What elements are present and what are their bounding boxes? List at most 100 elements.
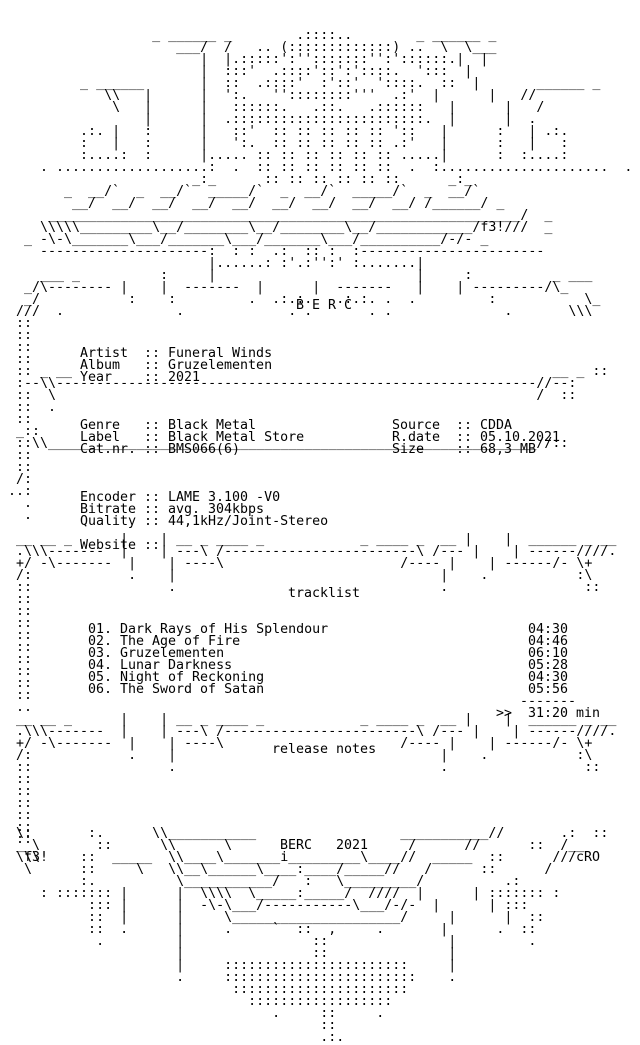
art-line: :....: : |..... :: :: :: :: :: :: .....|… <box>0 148 569 163</box>
art-line: _/\-------- | | ------- | | ------- | | … <box>0 280 569 295</box>
art-line: .:. | : | ::' :: :: :: :: :: ':: | : | .… <box>0 124 569 139</box>
art-line: __ __ _ | | __ _ ____ _ _ ____ _ __ | | … <box>0 712 617 727</box>
art-line: | :::' .::::'::':'::::. '::: | <box>0 64 473 79</box>
track-duration: 04:30 <box>528 670 569 685</box>
field-sep: :: <box>144 418 161 433</box>
footer-year: 2021 <box>336 838 369 853</box>
art-line: :: <box>0 772 33 787</box>
year-value: 2021 <box>168 370 201 385</box>
art-line: ___/ / .. (:::::::::::::) .. \ \___ <box>0 40 497 55</box>
art-line: :: <box>0 784 33 799</box>
art-line: __\ :: \\ \ / // :: /__ <box>0 838 585 853</box>
art-line: :: <box>0 808 33 823</box>
art-line: :: <box>0 820 41 835</box>
art-line: :: <box>0 340 33 355</box>
track-num: 03. <box>88 646 113 661</box>
total-marker: >> <box>496 706 513 721</box>
track-duration: 06:10 <box>528 646 569 661</box>
art-line: :: <box>0 592 33 607</box>
catnr-label: Cat.nr. <box>80 442 137 457</box>
track-num: 06. <box>88 682 113 697</box>
tracklist-title: tracklist <box>288 586 361 601</box>
art-line: :: . | . ` :: , . | . :: <box>0 922 537 937</box>
art-line: :. \___________/ : \_________/ .: <box>0 874 521 889</box>
size-value: 68,3 MB <box>480 442 537 457</box>
art-line: /: . | | . :\ <box>0 568 593 583</box>
size-label: Size <box>392 442 425 457</box>
art-line: _ -\-\_______\___/_______\___/_______\__… <box>0 232 489 247</box>
art-line: :: <box>0 1018 337 1033</box>
field-sep: :: <box>144 538 161 553</box>
art-line: :: <box>0 676 33 691</box>
track-title: The Sword of Satan <box>120 682 265 697</box>
rdate-value: 05.10.2021 <box>480 430 561 445</box>
art-line: :: . <box>0 400 57 415</box>
footer-group: BERC <box>280 838 313 853</box>
art-line: :: _ __ __ _ :: <box>0 364 609 379</box>
art-line: \\ | | ':. ''::::::::''' .:' | | // <box>0 88 537 103</box>
total-rule: ------- <box>520 694 577 709</box>
art-line: _ __/` _ __/` _____/` _ __/` _____/` _ _… <box>0 184 481 199</box>
release-notes-title: release notes <box>272 742 377 757</box>
quality-value: 44,1kHz/Joint-Stereo <box>168 514 329 529</box>
art-line: . <box>0 496 33 511</box>
art-line: :: <box>0 616 33 631</box>
art-line: : | : | ':. :: :: :: :: :: .:' | : | : <box>0 136 569 151</box>
track-title: Night of Reckoning <box>120 670 265 685</box>
artist-label: Artist <box>80 346 129 361</box>
art-line: ::: | | -\-\___/-----------\___/-/- | | … <box>0 898 529 913</box>
art-line: \\\\\_________\__/________\__/________\_… <box>0 220 553 235</box>
track-duration: 04:46 <box>528 634 569 649</box>
art-line: /// . . . . . . . \\\ <box>0 304 593 319</box>
track-duration: 04:30 <box>528 622 569 637</box>
art-line: :::::::::::::::::::::: <box>0 982 409 997</box>
field-sep: :: <box>144 430 161 445</box>
art-line: :: <box>0 316 33 331</box>
art-line: .:. <box>0 1030 345 1045</box>
art-line: :: <box>0 628 33 643</box>
art-line: \ :: \ \\__\______\____:____/_____// / :… <box>0 862 553 877</box>
field-sep: :: <box>144 370 161 385</box>
website-label: Website <box>80 538 137 553</box>
field-sep: :: <box>144 442 161 457</box>
art-line: :: <box>0 460 33 475</box>
art-line: :::::::::::::::::: <box>0 994 393 1009</box>
art-line: :: . . :: <box>0 760 601 775</box>
album-value: Gruzelementen <box>168 358 273 373</box>
art-line: .\\\------- | | ---\ /------------------… <box>0 724 617 739</box>
art-line: \: :. \\___________ ___________// .: :: <box>0 826 609 841</box>
year-label: Year <box>80 370 113 385</box>
footer-tag-left: f3! <box>24 850 49 865</box>
field-sep: :: <box>144 502 161 517</box>
field-sep: :: <box>456 430 473 445</box>
art-line: . <box>0 508 33 523</box>
art-line: :: <box>0 796 33 811</box>
art-line: ________________________________________… <box>0 208 553 223</box>
track-title: Lunar Darkness <box>120 658 233 673</box>
total-duration: 31:20 min <box>528 706 601 721</box>
art-line: /: . | | . :\ <box>0 748 593 763</box>
track-num: 04. <box>88 658 113 673</box>
art-line: ___ _ : | | : _ ___ <box>0 268 593 283</box>
genre-value: Black Metal <box>168 418 257 433</box>
track-title: The Age of Fire <box>120 634 241 649</box>
track-num: 02. <box>88 634 113 649</box>
art-line: :: <box>0 652 33 667</box>
art-line: _:_ :: :: :: :: :: :: _:_ <box>0 172 473 187</box>
art-line: ..: <box>0 484 33 499</box>
art-line: _/ : : . .:.:. .:.:. . . : \_ <box>0 292 601 307</box>
art-line: . | :: | . <box>0 934 537 949</box>
track-num: 01. <box>88 622 113 637</box>
art-line: . ...................: . :: :: :: :: :: … <box>0 160 633 175</box>
artist-value: Funeral Winds <box>168 346 273 361</box>
art-line: | |.:::::':'':::::::'':'::::::.| | <box>0 52 489 67</box>
encoder-label: Encoder <box>80 490 137 505</box>
field-sep: :: <box>144 514 161 529</box>
art-line: | | .::::::::::::::::::::::::. | | . <box>0 112 537 127</box>
art-line: : ::::::: | | \\\\ \_____:_____/ //// | … <box>0 886 561 901</box>
art-line: :: <box>0 664 33 679</box>
art-line: :: <box>0 328 41 343</box>
track-title: Dark Rays of His Splendour <box>120 622 329 637</box>
art-line: ::\\____________________________________… <box>0 436 569 451</box>
